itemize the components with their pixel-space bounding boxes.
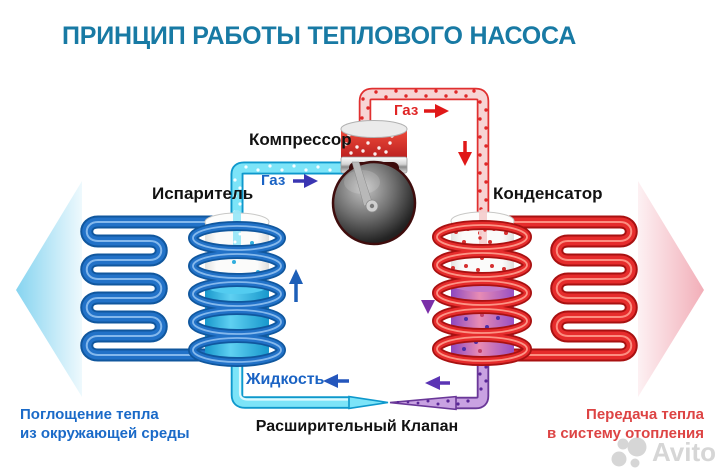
watermark-logo-icon [611,437,647,468]
caption-emit: Передача тепла в систему отопления [547,405,704,443]
compressor-piston-top [340,120,408,138]
liquid-hot-left-arrow-icon [425,376,450,390]
caption-absorb: Поглощение тепла из окружающей среды [20,405,190,443]
outdoor-coil [80,215,255,362]
page-title: ПРИНЦИП РАБОТЫ ТЕПЛОВОГО НАСОСА [62,22,577,50]
compressor-label: Компрессор [249,130,352,149]
evaporator-coil [188,221,286,367]
gas-hot-right-arrow-icon [424,104,449,118]
expansion-valve-outlet-cone [348,395,389,410]
caption-emit-line1: Передача тепла [586,406,704,423]
gas-cold-label: Газ [261,172,286,189]
gas-cold-right-arrow-icon [293,174,318,188]
hot-gas-down-arrow-icon [458,141,472,166]
expansion-valve-label: Расширительный Клапан [255,418,459,435]
liquid-label: Жидкость [246,371,325,388]
caption-absorb-line1: Поглощение тепла [20,406,159,423]
condenser-coil [432,220,532,366]
condensation-down-arrow-icon [421,286,435,314]
condenser-label: Конденсатор [493,184,603,203]
liquid-pipe-cold [230,345,389,410]
indoor-coil [463,215,638,362]
evaporator-label: Испаритель [152,184,254,203]
expansion-valve-inlet-cone [389,395,457,411]
heat-output-arrow-icon [638,181,704,397]
watermark-text: Avito [651,436,716,467]
cold-source-arrow-icon [16,181,82,397]
gas-hot-label: Газ [394,102,419,119]
discharge-pipe [358,87,490,225]
evaporation-up-arrow-icon [289,269,303,302]
caption-emit-line2: в систему отопления [546,425,704,442]
liquid-left-arrow-icon [323,374,349,388]
liquid-pipe-hot [389,345,490,411]
compressor-unit [331,120,417,246]
watermark: Avito [610,434,716,470]
caption-absorb-line2: из окружающей среды [20,425,190,442]
